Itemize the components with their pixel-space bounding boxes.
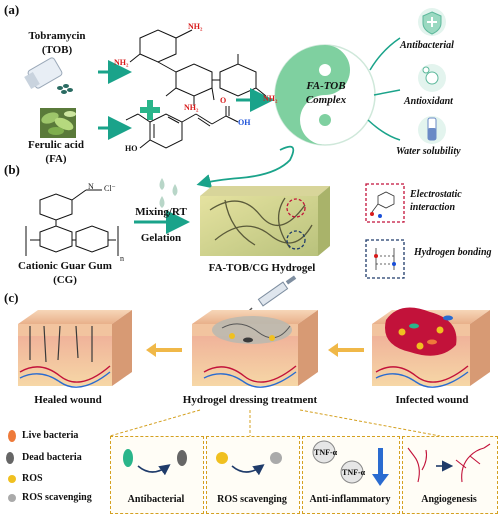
panel-label-b: (b) [4, 162, 20, 177]
tobramycin-structure [129, 29, 267, 106]
nh2-label-2: NH₂ [114, 58, 129, 67]
hydrogen-bond-structure [374, 248, 396, 270]
fa-abbr: (FA) [45, 153, 67, 165]
mechanism-antibacterial-label: Antibacterial [127, 494, 185, 505]
tob-bottle-icon [24, 57, 73, 94]
healed-wound-label: Healed wound [34, 394, 102, 406]
tnf-label-2: TNF-α [342, 468, 366, 477]
live-bacteria-icon [8, 430, 16, 442]
property-antioxidant: Antioxidant [404, 96, 453, 107]
complex-line2: Complex [305, 94, 347, 106]
hydrogel-label: FA-TOB/CG Hydrogel [208, 262, 316, 274]
cg-n-sub: n [120, 254, 124, 263]
fa-oh-label: OH [238, 118, 251, 127]
nh2-label-1: NH₂ [188, 22, 203, 31]
property-antibacterial: Antibacterial [400, 40, 454, 51]
fa-name: Ferulic acid [28, 139, 84, 151]
ros-icon [8, 475, 16, 483]
panel-label-c: (c) [4, 290, 19, 305]
hydrogel-cube [200, 186, 330, 256]
guar-gum-structure [25, 189, 119, 256]
cg-cl-label: Cl⁻ [104, 184, 116, 193]
fa-ho-label: HO [125, 144, 138, 153]
infected-wound-label: Infected wound [395, 394, 469, 406]
cg-name: Cationic Guar Gum [18, 260, 112, 272]
tob-abbr: (TOB) [41, 44, 73, 56]
hydrogen-bonding-label: Hydrogen bonding [414, 247, 492, 258]
bubble-icon [418, 64, 446, 92]
connector-1 [369, 37, 401, 71]
process-line2: Gelation [140, 232, 182, 244]
nh2-label-4: NH₂ [263, 94, 278, 103]
mechanism-connectors [109, 409, 441, 437]
connector-3 [367, 119, 401, 141]
electrostatic-box [365, 183, 405, 223]
panel-label-a: (a) [4, 2, 20, 17]
complex-line1: FA-TOB [306, 80, 346, 92]
dead-bacteria-icon [6, 452, 14, 464]
treatment-skin-block [192, 310, 318, 388]
cg-n-label: N [88, 182, 94, 191]
tnf-label-1: TNF-α [314, 448, 338, 457]
syringe-icon [243, 275, 297, 317]
hydrogen-bond-box [365, 239, 405, 279]
property-water-solubility: Water solubility [396, 146, 461, 157]
electrostatic-label: Electrostatic interaction [410, 189, 462, 213]
fa-o-label: O [220, 96, 227, 105]
infected-skin-block [372, 307, 490, 388]
plus-icon [140, 100, 160, 120]
process-line1: Mixing/RT [135, 206, 187, 218]
legend-ros: ROS [22, 473, 43, 484]
vial-icon [418, 116, 446, 144]
droplets-icon [159, 178, 178, 208]
connector-2 [373, 89, 401, 96]
shield-icon [418, 8, 446, 36]
electrostatic-structure [370, 191, 395, 218]
ferulic-acid-structure [125, 106, 239, 149]
fa-plant-icon [40, 108, 76, 138]
ros-scavenging-icon [8, 494, 16, 502]
legend-ros-scavenging: ROS scavenging [22, 492, 92, 503]
healed-skin-block [18, 310, 132, 388]
swirl-arrow [196, 145, 295, 189]
legend-live-bacteria: Live bacteria [22, 430, 79, 441]
mechanism-ros-label: ROS scavenging [217, 494, 287, 505]
cg-abbr: (CG) [53, 274, 77, 286]
tob-name: Tobramycin [28, 30, 86, 42]
hydrogel-treatment-label: Hydrogel dressing treatment [182, 394, 318, 406]
nh2-label-3: NH₂ [184, 103, 199, 112]
mechanism-angiogenesis-label: Angiogenesis [421, 494, 477, 505]
mechanism-anti-inflammatory-label: Anti-inflammatory [309, 494, 391, 505]
legend-dead-bacteria: Dead bacteria [22, 452, 82, 463]
